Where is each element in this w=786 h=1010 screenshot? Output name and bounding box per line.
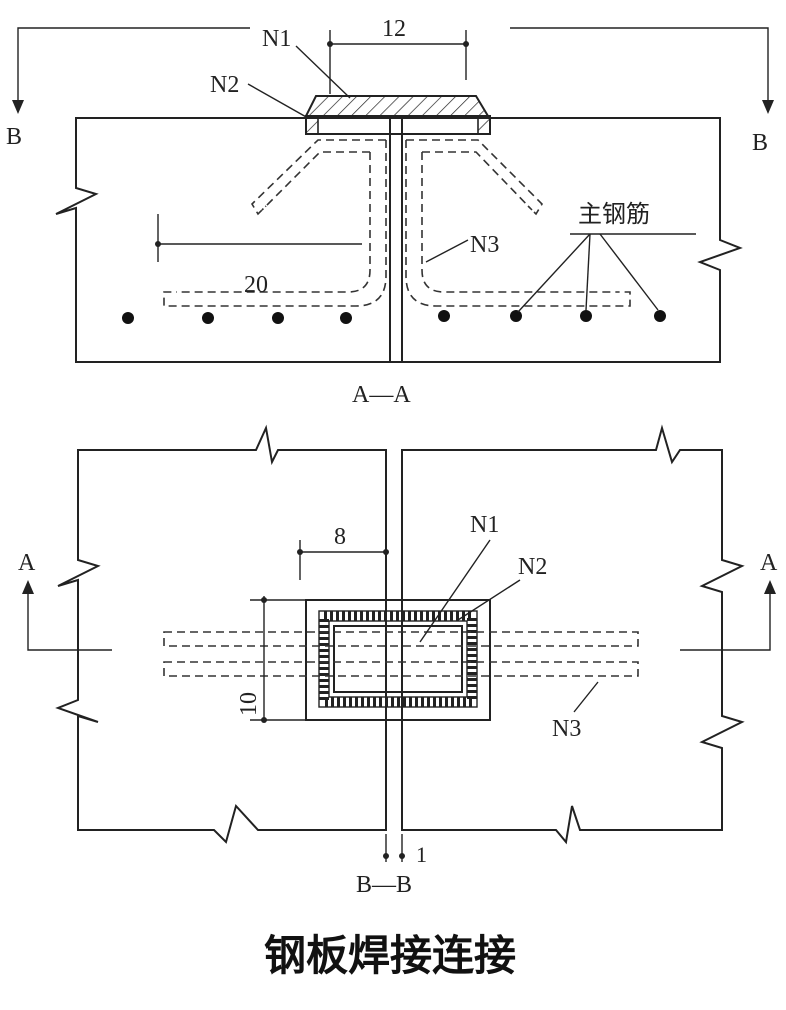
label-n3: N3 (552, 716, 581, 742)
leader-n3 (573, 681, 599, 713)
section-aa-title: A—A (352, 382, 411, 408)
outer-plate (305, 599, 491, 721)
steel-plate-n1 (304, 95, 490, 117)
rebar-dot (340, 312, 352, 324)
leader-n3 (425, 239, 469, 263)
right-slab-panel (401, 424, 745, 845)
embedded-plate (305, 115, 491, 135)
dim-10-label: 10 (236, 692, 262, 716)
dim-12 (327, 30, 469, 94)
label-n2: N2 (210, 72, 239, 98)
rebar-dot (202, 312, 214, 324)
label-n3: N3 (470, 232, 499, 258)
weld-bead-ring (319, 611, 477, 707)
label-n1: N1 (470, 512, 499, 538)
cut-line-bb (12, 27, 774, 114)
left-slab-panel (55, 424, 387, 844)
section-aa: B B 12 N1 N2 (6, 16, 774, 408)
anchor-bars-plan (163, 631, 639, 677)
weld-bead-left (305, 115, 319, 135)
leader-n1 (419, 539, 491, 643)
cut-line-aa (22, 580, 776, 651)
dim-8 (297, 540, 389, 580)
dim-1-label: 1 (416, 842, 427, 867)
rebar-dot (580, 310, 592, 322)
main-rebars (122, 310, 666, 324)
dim-20-label: 20 (244, 272, 268, 298)
leader-n1 (295, 45, 351, 99)
main-rebar-leader (517, 233, 696, 313)
dim-8-label: 8 (334, 524, 346, 550)
label-n1: N1 (262, 26, 291, 52)
slab-outline (55, 117, 743, 363)
label-main-rebar: 主钢筋 (578, 201, 650, 228)
rebar-dot (510, 310, 522, 322)
rebar-dot (654, 310, 666, 322)
leader-n2 (457, 579, 521, 621)
joint-gap (389, 117, 403, 363)
dim-12-label: 12 (382, 16, 406, 42)
cut-label-left: B (6, 124, 22, 150)
section-bb-title: B—B (356, 872, 412, 898)
rebar-dot (122, 312, 134, 324)
weld-bead-right (477, 115, 491, 135)
diagram-caption: 钢板焊接连接 (264, 931, 516, 980)
steel-plate-n1-plan (333, 625, 463, 693)
rebar-dot (272, 312, 284, 324)
dim-10 (250, 596, 306, 723)
cut-label-right: B (752, 130, 768, 156)
cut-label-left: A (18, 550, 36, 576)
rebar-dot (438, 310, 450, 322)
cut-label-right: A (760, 550, 778, 576)
label-n2: N2 (518, 554, 547, 580)
leader-n2 (247, 83, 309, 119)
section-bb: A A 8 10 N1 N2 N3 (18, 424, 778, 898)
dim-20 (155, 214, 362, 262)
anchor-bar-right (405, 139, 631, 307)
anchor-bar-left (163, 139, 387, 307)
dim-1 (383, 834, 405, 862)
